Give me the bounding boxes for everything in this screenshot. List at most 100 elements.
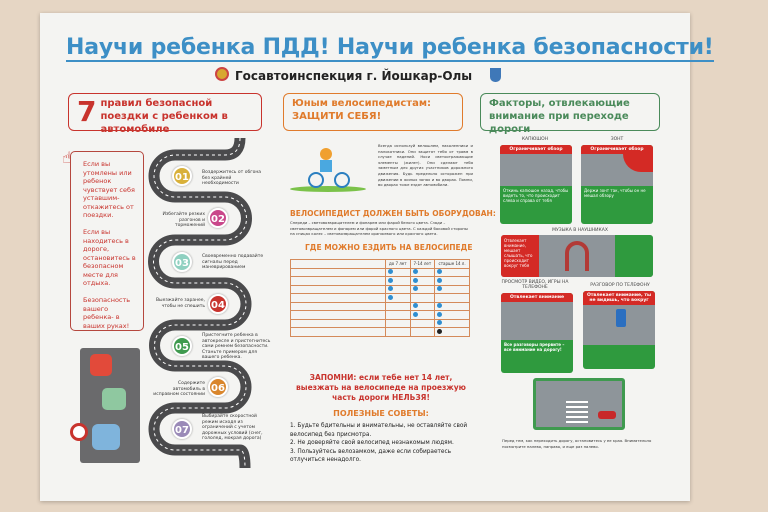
hood-card-text: Откинь капюшон назад, чтобы видеть то, ч… <box>503 188 569 203</box>
where-to-ride-title: ГДЕ МОЖНО ЕЗДИТЬ НА ВЕЛОСИПЕДЕ <box>305 243 473 252</box>
poster-title: Научи ребенка ПДД! Научи ребенка безопас… <box>66 35 714 62</box>
tip-item: 1. Будьте бдительны и внимательны, не ос… <box>290 423 468 438</box>
rule-number-06: 06 <box>208 377 228 397</box>
rule-number-01: 01 <box>172 166 192 186</box>
allowed-icon <box>437 269 443 275</box>
crosswalk-scene <box>500 154 572 186</box>
umbrella-card-text: Держи зонт так, чтобы он не мешал обзору <box>584 188 646 198</box>
bike-title-2: ЗАЩИТИ СЕБЯ! <box>292 111 382 122</box>
table-row <box>290 318 470 328</box>
road-icon <box>437 328 443 334</box>
allowed-icon <box>412 311 418 317</box>
hood-card: Ограничивает обзор Откинь капюшон назад,… <box>500 145 572 224</box>
allowed-icon <box>412 286 418 292</box>
allowed-icon <box>437 286 443 292</box>
warning-text-1: Если вы утомлены или ребенок чувствует с… <box>83 160 135 219</box>
bike-title-1: Юным велосипедистам: <box>292 98 432 109</box>
umbrella-label: ЗОНТ <box>610 137 624 142</box>
rule-text-04: Выезжайте заранее, чтобы не спешить <box>155 298 205 309</box>
table-row <box>290 327 470 337</box>
equipment-title: ВЕЛОСИПЕДИСТ ДОЛЖЕН БЫТЬ ОБОРУДОВАН: <box>290 209 496 218</box>
umbrella-card-header: Ограничивает обзор <box>581 145 653 154</box>
rule-text-05: Пристегните ребенка в автокресле и прист… <box>202 333 271 360</box>
warning-box: Если вы утомлены или ребенок чувствует с… <box>70 151 144 331</box>
crosswalk-scene <box>583 305 655 345</box>
video-card-text: Все разговоры прервите – все внимание на… <box>504 342 565 352</box>
allowed-icon <box>388 286 393 292</box>
rule-text-03: Своевременно подавайте сигналы перед ман… <box>202 254 264 270</box>
video-label: ПРОСМОТР ВИДЕО, ИГРЫ НА ТЕЛЕФОНЕ <box>501 280 569 290</box>
allowed-icon <box>388 269 393 275</box>
column-header: 7-14 лет <box>409 259 436 269</box>
tips-title: ПОЛЕЗНЫЕ СОВЕТЫ: <box>333 409 429 418</box>
phone-label: РАЗГОВОР ПО ТЕЛЕФОНУ <box>590 283 650 288</box>
allowed-icon <box>412 269 418 275</box>
rule-number-05: 05 <box>172 336 192 356</box>
car-rules-header: 7 правил безопасной поездки с ребенком в… <box>68 93 262 135</box>
remember-text: ЗАПОМНИ: если тебе нет 14 лет, выезжать … <box>296 373 466 402</box>
car-icon <box>598 411 616 419</box>
allowed-icon <box>388 294 393 300</box>
allowed-icon <box>388 277 393 283</box>
allowed-icon <box>412 277 418 283</box>
city-coat-of-arms-icon <box>490 68 501 82</box>
allowed-icon <box>437 320 443 326</box>
headphones-icon <box>565 241 589 271</box>
bike-header: Юным велосипедистам: ЗАЩИТИ СЕБЯ! <box>283 93 463 131</box>
pointing-finger-icon: ☝ <box>62 148 72 167</box>
warning-text-3: Безопасность вашего ребенка- в ваших рук… <box>83 296 131 330</box>
phone-card-header: Отвлекает внимание, ты не видишь, что во… <box>583 291 655 305</box>
traffic-police-emblem-icon <box>215 67 229 81</box>
umbrella-card: Ограничивает обзор Держи зонт так, чтобы… <box>581 145 653 224</box>
table-row <box>290 284 470 294</box>
rule-number-02: 02 <box>208 208 228 228</box>
table-row <box>290 267 470 277</box>
cars-illustration <box>80 348 140 463</box>
table-row <box>290 276 470 286</box>
music-card-text: Отвлекает внимание, мешает слышать, что … <box>501 235 539 277</box>
music-label: МУЗЫКА В НАУШНИКАХ <box>552 228 608 233</box>
allowed-icon <box>437 277 443 283</box>
allowed-icon <box>437 303 443 309</box>
column-header: до 7 лет <box>385 259 411 269</box>
car-rules-title: правил безопасной поездки с ребенком в а… <box>100 98 228 135</box>
serpentine-road <box>148 137 252 469</box>
poster-subtitle: Госавтоинспекция г. Йошкар-Олы <box>235 69 473 83</box>
table-row <box>290 301 470 311</box>
smartphone-icon <box>616 309 626 327</box>
allowed-icon <box>412 303 418 309</box>
factors-header: Факторы, отвлекающие внимание при перехо… <box>480 93 660 135</box>
crossing-note: Перед тем, как переходить дорогу, остано… <box>502 438 652 449</box>
crosswalk <box>566 401 588 425</box>
video-card: Отвлекает внимание Все разговоры прервит… <box>501 293 573 373</box>
rule-number-03: 03 <box>172 252 192 272</box>
rule-text-07: Выбирайте скоростной режим исходя из огр… <box>202 414 263 441</box>
bike-intro-text: Всегда используй велошлем, наколенники и… <box>378 143 473 188</box>
rule-text-06: Содержите автомобиль в исправном состоян… <box>153 381 205 397</box>
phone-card: Отвлекает внимание, ты не видишь, что во… <box>583 291 655 369</box>
hood-label: КАПЮШОН <box>521 137 549 142</box>
table-row <box>290 310 470 320</box>
equipment-text: Спереди – световозвращателем и фонарем и… <box>290 220 468 236</box>
no-overtaking-sign-icon <box>70 423 88 441</box>
rule-number-04: 04 <box>208 294 228 314</box>
rule-text-01: Воздержитесь от обгона без крайней необх… <box>202 170 262 186</box>
allowed-icon <box>437 311 443 317</box>
tip-item: 3. Пользуйтесь велозамком, даже если соб… <box>290 448 452 464</box>
column-header: старше 14 л. <box>434 259 470 269</box>
rule-text-02: Избегайте резких разгонов и торможений <box>162 212 206 228</box>
music-card: Отвлекает внимание, мешает слышать, что … <box>501 235 653 277</box>
rules-count: 7 <box>77 95 97 128</box>
hood-card-header: Ограничивает обзор <box>500 145 572 154</box>
table-row <box>290 293 470 303</box>
tip-item: 2. Не доверяйте свой велосипед незнакомы… <box>290 440 454 447</box>
video-card-header: Отвлекает внимание <box>501 293 573 302</box>
safe-crossing-illustration <box>533 378 625 430</box>
rule-number-07: 07 <box>172 419 192 439</box>
cyclist-illustration <box>290 146 366 194</box>
tips-list: 1. Будьте бдительны и внимательны, не ос… <box>290 422 475 465</box>
umbrella-icon <box>623 154 653 172</box>
poster: Научи ребенка ПДД! Научи ребенка безопас… <box>40 13 714 501</box>
